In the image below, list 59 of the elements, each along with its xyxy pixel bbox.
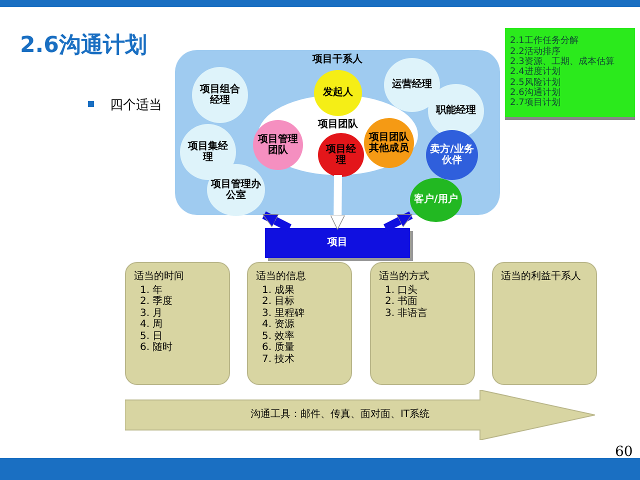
node-label: 项目 [328, 237, 348, 249]
node-label: 项目干系人 [312, 54, 362, 66]
team-circle [364, 118, 414, 168]
list-item: 3. 里程碑 [261, 308, 305, 319]
list-item: 3. 非语言 [384, 308, 428, 319]
agenda-item: 2.2活动排序 [510, 46, 560, 57]
card-heading: 适当的信息 [256, 271, 306, 282]
list-item: 5. 日 [139, 330, 163, 342]
list-item: 5. 效率 [261, 330, 295, 342]
page-number: 60 [615, 444, 633, 460]
node-label: 项目集经理 [186, 140, 229, 164]
list-item: 3. 月 [139, 308, 163, 319]
info-card [125, 262, 230, 385]
agenda-box [505, 28, 635, 120]
card-heading: 适当的时间 [134, 271, 184, 282]
node-label: 运营经理 [392, 79, 432, 91]
agenda-item: 2.6沟通计划 [510, 88, 560, 98]
node-label: 项目管理办公室 [211, 178, 261, 202]
agenda-item: 2.7项目计划 [510, 98, 560, 109]
node-label: 项目团队 [316, 119, 359, 130]
bullet-text: 四个适当 [110, 97, 162, 114]
node-label: 项目团队其他成员 [368, 132, 410, 154]
agenda-item: 2.4进度计划 [510, 67, 560, 78]
tools-arrow [125, 390, 595, 440]
team-circle [253, 120, 303, 170]
list-item: 4. 资源 [261, 319, 295, 330]
list-item: 1. 成果 [261, 284, 295, 296]
node-label: 卖方/业务伙伴 [430, 144, 474, 166]
node-label: 沟通工具：邮件、传真、面对面、IT系统 [250, 409, 430, 421]
node-label: 项目管理团队 [257, 134, 299, 156]
info-card [247, 262, 352, 385]
node-label: 客户/用户 [414, 194, 458, 206]
list-item: 6. 随时 [139, 342, 173, 354]
agenda-item: 2.3资源、工期、成本估算 [510, 56, 614, 67]
list-item: 2. 季度 [139, 296, 173, 308]
node-label: 项目经理 [324, 144, 357, 166]
list-item: 4. 周 [139, 319, 163, 330]
list-item: 2. 目标 [261, 296, 295, 308]
slide-title: 2.6沟通计划 [20, 32, 147, 60]
project-bar [265, 228, 410, 258]
list-item: 6. 质量 [261, 342, 295, 354]
list-item: 7. 技术 [261, 354, 295, 365]
node-label: 职能经理 [436, 105, 476, 117]
agenda-item: 2.5风险计划 [510, 78, 560, 88]
node-label: 项目组合经理 [198, 84, 241, 106]
agenda-item: 2.1工作任务分解 [510, 36, 578, 46]
sponsor-circle [314, 70, 362, 116]
info-card [370, 262, 475, 385]
list-item: 1. 年 [139, 284, 163, 296]
node-label: 发起人 [323, 87, 353, 99]
card-heading: 适当的方式 [379, 271, 429, 282]
list-item: 1. 口头 [384, 284, 418, 296]
arrow [330, 174, 345, 230]
card-heading: 适当的利益干系人 [501, 271, 581, 282]
customer-circle [410, 178, 462, 222]
partner-circle [426, 130, 478, 180]
info-card [492, 262, 597, 385]
manager-circle [318, 133, 364, 177]
list-item: 2. 书面 [384, 296, 418, 308]
